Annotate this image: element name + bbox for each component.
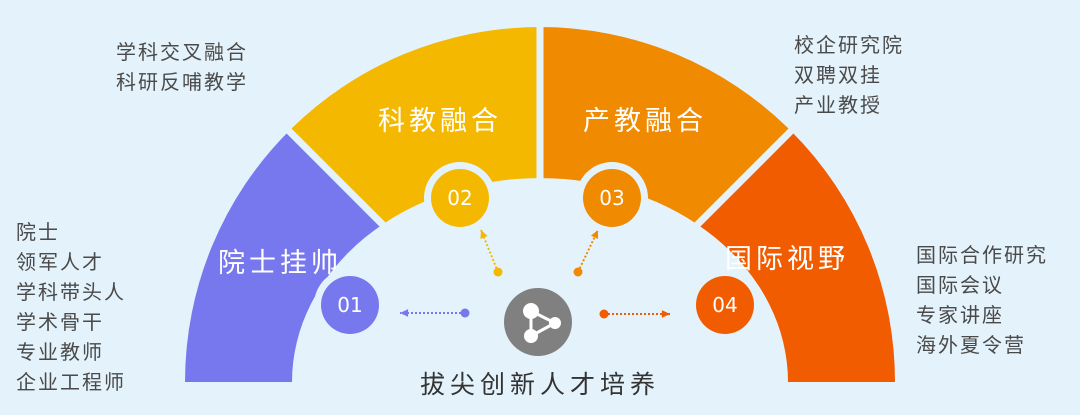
segment-divider	[537, 124, 798, 385]
list-item: 学科带头人	[16, 280, 126, 304]
list-item: 校企研究院	[794, 33, 904, 57]
list-item: 海外夏令营	[916, 333, 1026, 357]
list-item: 领军人才	[16, 250, 104, 274]
segment-label-03: 产教融合	[583, 106, 707, 137]
segment-divider	[282, 124, 543, 385]
badge-number: 01	[337, 293, 362, 317]
list-item: 国际合作研究	[916, 243, 1048, 267]
list-item: 专家讲座	[916, 303, 1004, 327]
center-title: 拔尖创新人才培养	[420, 370, 660, 399]
arrow-02	[480, 229, 503, 277]
arrow-03	[573, 229, 599, 277]
segment-label-02: 科教融合	[378, 106, 502, 137]
segment-02-items: 学科交叉融合 科研反哺教学	[116, 37, 248, 97]
list-item: 国际会议	[916, 273, 1004, 297]
badge-02: 02	[424, 162, 496, 234]
arrow-01	[400, 308, 470, 318]
list-item: 产业教授	[794, 93, 882, 117]
segment-label-04: 国际视野	[725, 244, 849, 275]
arrow-04	[599, 309, 670, 319]
list-item: 专业教师	[16, 340, 104, 364]
badge-01: 01	[314, 269, 386, 341]
badge-number: 02	[447, 186, 472, 210]
badge-04: 04	[689, 269, 761, 341]
badge-number: 03	[599, 186, 624, 210]
list-item: 院士	[16, 220, 60, 244]
badge-03: 03	[576, 162, 648, 234]
list-item: 科研反哺教学	[116, 70, 248, 94]
segment-01-items: 院士 领军人才 学科带头人 学术骨干 专业教师 企业工程师	[16, 217, 126, 397]
segment-label-01: 院士挂帅	[218, 248, 342, 279]
segment-04-items: 国际合作研究 国际会议 专家讲座 海外夏令营	[916, 240, 1048, 360]
list-item: 企业工程师	[16, 370, 126, 394]
center-icon	[504, 288, 572, 356]
list-item: 学科交叉融合	[116, 40, 248, 64]
list-item: 学术骨干	[16, 310, 104, 334]
list-item: 双聘双挂	[794, 63, 882, 87]
segment-03-items: 校企研究院 双聘双挂 产业教授	[794, 30, 904, 120]
badge-number: 04	[712, 293, 737, 317]
